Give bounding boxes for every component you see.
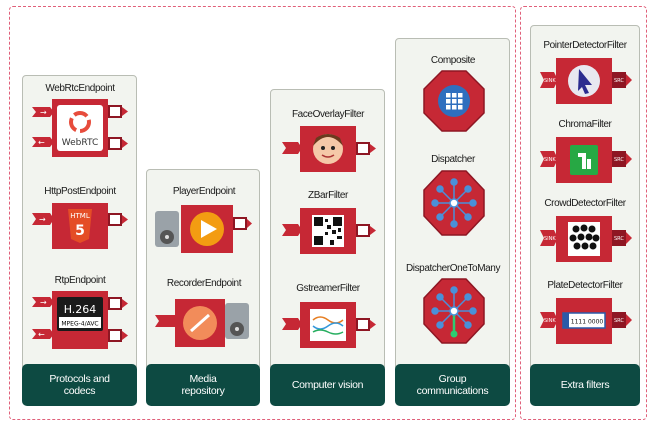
rtp-endpoint[interactable]: → ← H.264 MPEG-4/AVC (30, 289, 130, 351)
pointer-detector-filter[interactable]: SINK SRC (538, 56, 634, 106)
pointer-label: PointerDetectorFilter (543, 40, 627, 51)
svg-text:MPEG-4/AVC: MPEG-4/AVC (61, 321, 98, 328)
recorder-endpoint[interactable] (153, 297, 253, 349)
computer-vision-footer: Computer vision (270, 364, 385, 406)
group-communications-footer: Group communications (395, 364, 510, 406)
svg-text:SINK: SINK (544, 236, 556, 242)
hub-icon (431, 178, 477, 228)
chroma-icon (578, 153, 591, 169)
composite-hub[interactable] (423, 70, 485, 132)
dispatcher-one-to-many-hub[interactable] (423, 278, 485, 344)
crowd-detector-filter[interactable]: SINK SRC (538, 214, 634, 264)
zbar-label: ZBarFilter (308, 190, 348, 201)
media-repository-footer: Media repository (146, 364, 260, 406)
zbar-filter[interactable] (280, 206, 380, 256)
dispatcher-hub[interactable] (423, 170, 485, 236)
rtp-label: RtpEndpoint (54, 275, 106, 286)
waveform-icon (312, 316, 344, 335)
faceoverlay-label: FaceOverlayFilter (291, 109, 365, 120)
httppost-endpoint[interactable]: → HTML 5 (30, 201, 130, 251)
httppost-label: HttpPostEndpoint (44, 186, 116, 197)
extra-filters-footer: Extra filters (530, 364, 640, 406)
webrtc-logo-icon: WebRTC (62, 138, 98, 148)
svg-text:SRC: SRC (614, 78, 624, 84)
faceoverlay-filter[interactable] (280, 124, 380, 174)
recorder-label: RecorderEndpoint (166, 278, 242, 289)
cursor-icon (578, 69, 592, 94)
extra-filters-frame (520, 6, 647, 420)
gstreamer-filter[interactable] (280, 300, 380, 350)
dispatcher1n-label: DispatcherOneToMany (405, 263, 501, 274)
svg-text:SRC: SRC (614, 157, 624, 163)
play-icon (201, 220, 217, 238)
protocols-footer: Protocols and codecs (22, 364, 137, 406)
license-plate-icon: 1111 0000 (571, 319, 604, 326)
player-endpoint[interactable] (153, 203, 253, 255)
webrtc-endpoint[interactable]: → ← WebRTC (30, 97, 130, 159)
composite-label: Composite (430, 55, 476, 66)
svg-text:←: ← (38, 138, 45, 147)
svg-text:SINK: SINK (544, 318, 556, 324)
face-icon (321, 154, 335, 158)
svg-text:→: → (40, 298, 47, 307)
svg-text:→: → (39, 215, 46, 224)
svg-text:←: ← (38, 330, 45, 339)
chroma-filter[interactable]: SINK SRC (538, 135, 634, 185)
svg-text:SRC: SRC (614, 236, 624, 242)
svg-text:→: → (40, 108, 47, 117)
crowd-label: CrowdDetectorFilter (544, 198, 626, 209)
player-label: PlayerEndpoint (172, 186, 236, 197)
html5-icon: 5 (75, 223, 85, 239)
svg-text:SINK: SINK (544, 157, 556, 163)
gstreamer-label: GstreamerFilter (296, 283, 360, 294)
qr-code-icon (314, 217, 342, 245)
svg-text:HTML: HTML (70, 212, 90, 220)
dispatcher-label: Dispatcher (431, 154, 475, 165)
svg-text:SINK: SINK (544, 78, 556, 84)
plate-detector-filter[interactable]: SINK 1111 0000 SRC (538, 296, 634, 346)
grid-icon (446, 93, 463, 110)
crowd-icon (569, 224, 600, 250)
core-elements-frame (9, 6, 516, 420)
webrtc-label: WebRtcEndpoint (45, 83, 115, 94)
plate-label: PlateDetectorFilter (547, 280, 623, 291)
svg-text:SRC: SRC (614, 318, 624, 324)
h264-badge-icon: H.264 (64, 303, 97, 316)
chroma-label: ChromaFilter (558, 119, 612, 130)
